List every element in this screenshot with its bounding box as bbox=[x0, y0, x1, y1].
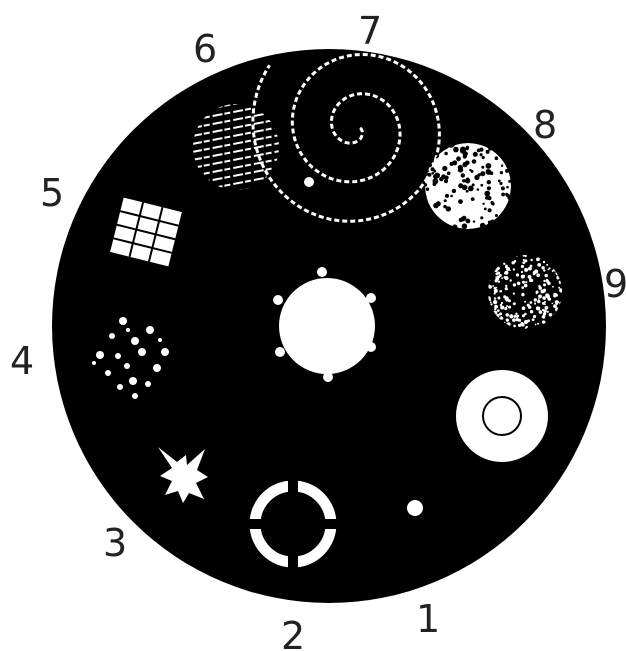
label-1: 1 bbox=[416, 597, 440, 641]
label-5: 5 bbox=[40, 171, 64, 215]
gobo-ring bbox=[456, 370, 548, 462]
label-8: 8 bbox=[533, 103, 557, 147]
label-3: 3 bbox=[103, 521, 127, 565]
label-7: 7 bbox=[358, 9, 382, 53]
label-2: 2 bbox=[281, 614, 305, 651]
gobo-1-dot bbox=[407, 500, 423, 516]
label-9: 9 bbox=[604, 262, 626, 306]
label-4: 4 bbox=[10, 339, 34, 383]
label-6: 6 bbox=[193, 27, 217, 71]
